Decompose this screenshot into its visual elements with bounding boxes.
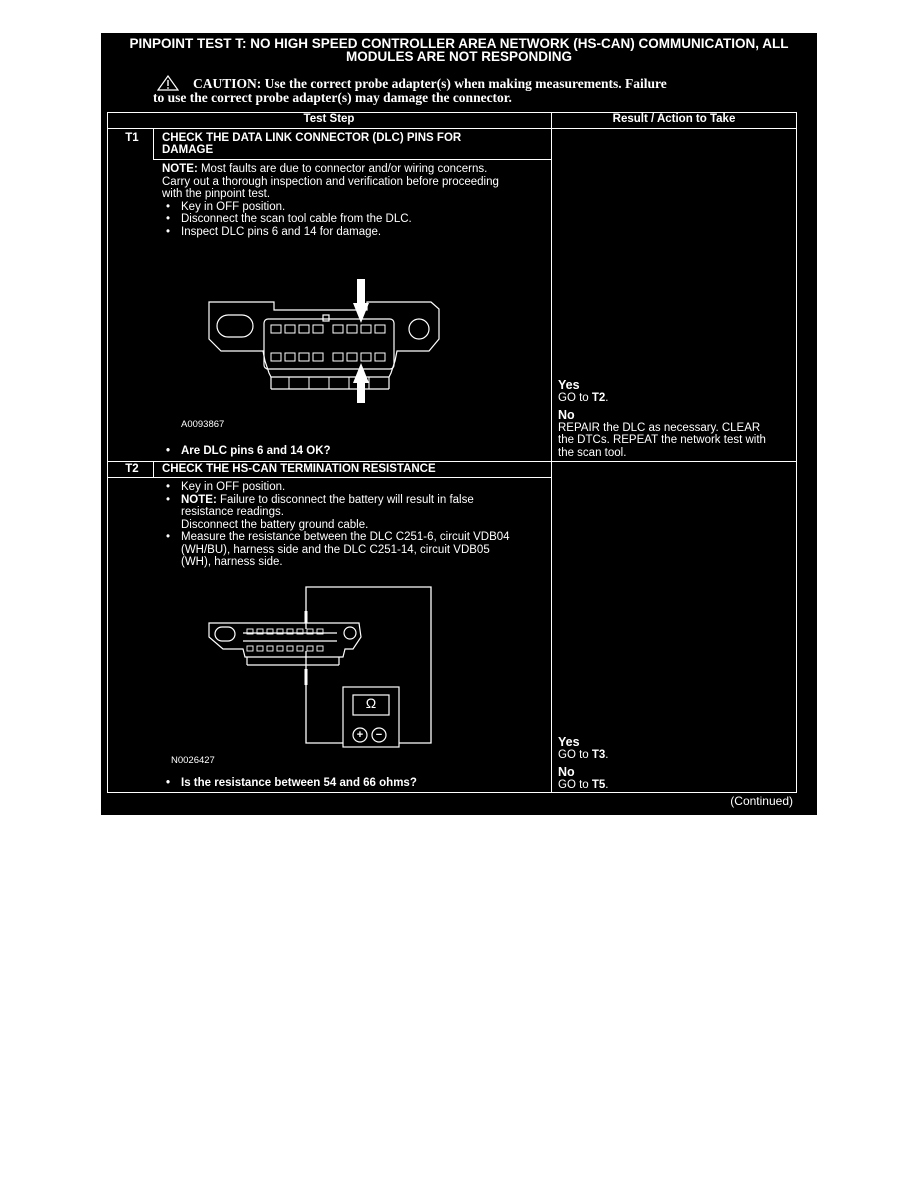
goto-link-t5[interactable]: T5 [591, 778, 606, 791]
result-no-label: No [558, 407, 575, 422]
resistance-measurement-figure [208, 586, 432, 748]
list-item: Disconnect the scan tool cable from the … [162, 213, 547, 226]
caution-line-1: CAUTION: Use the correct probe adapter(s… [193, 76, 667, 91]
caution-line-2: to use the correct probe adapter(s) may … [153, 90, 512, 105]
figure-id-n0026427: N0026427 [171, 755, 215, 766]
caution-notice: CAUTION: Use the correct probe adapter(s… [153, 75, 793, 105]
result-yes-action: GO to T2. [558, 392, 609, 404]
column-header-result: Result / Action to Take [612, 113, 736, 125]
list-item: Inspect DLC pins 6 and 14 for damage. [162, 226, 547, 239]
figure-id-a0093867: A0093867 [181, 419, 225, 430]
column-header-test-step: Test Step [303, 113, 355, 125]
step-number-t2: T2 [125, 463, 139, 475]
result-t1: Yes GO to T2. No REPAIR the DLC as neces… [558, 379, 798, 459]
positive-terminal-icon: + [356, 729, 364, 741]
result-yes-label: Yes [558, 735, 580, 749]
step-number-t1: T1 [125, 132, 139, 144]
list-item: Measure the resistance between the DLC C… [162, 531, 547, 544]
result-t2: Yes GO to T3. No GO to T5. [558, 736, 798, 791]
ohmmeter-icon [342, 686, 400, 748]
test-table [107, 112, 797, 793]
goto-link-t3[interactable]: T3 [591, 749, 606, 761]
result-yes-action: GO to T3. [558, 749, 609, 761]
result-no-action: REPAIR the DLC as necessary. CLEAR the D… [558, 421, 766, 459]
page-title: PINPOINT TEST T: NO HIGH SPEED CONTROLLE… [129, 36, 789, 64]
ohm-symbol: Ω [365, 695, 377, 711]
result-yes-label: Yes [558, 378, 580, 392]
step-body-t1: NOTE: Most faults are due to connector a… [162, 163, 547, 238]
warning-triangle-icon [157, 75, 179, 91]
continued-label: (Continued) [730, 794, 793, 808]
dlc-connector-figure [208, 279, 440, 403]
step-heading-t2: CHECK THE HS-CAN TERMINATION RESISTANCE [162, 463, 436, 475]
step-heading-t1: CHECK THE DATA LINK CONNECTOR (DLC) PINS… [162, 132, 462, 156]
list-item: Key in OFF position. [162, 481, 547, 494]
result-no-action: GO to T5. [558, 778, 609, 791]
step-body-t2: Key in OFF position. NOTE: Failure to di… [162, 481, 547, 569]
list-item: Key in OFF position. [162, 201, 547, 214]
result-no-label: No [558, 764, 575, 779]
list-item: NOTE: Failure to disconnect the battery … [162, 494, 547, 507]
step-question-t2: Is the resistance between 54 and 66 ohms… [162, 777, 547, 790]
pinpoint-test-sheet: PINPOINT TEST T: NO HIGH SPEED CONTROLLE… [101, 33, 817, 815]
up-arrow-icon [353, 363, 369, 403]
goto-link-t2[interactable]: T2 [591, 392, 606, 404]
negative-terminal-icon: − [375, 729, 383, 741]
down-arrow-icon [353, 279, 369, 323]
step-question-t1: Are DLC pins 6 and 14 OK? [162, 445, 547, 458]
